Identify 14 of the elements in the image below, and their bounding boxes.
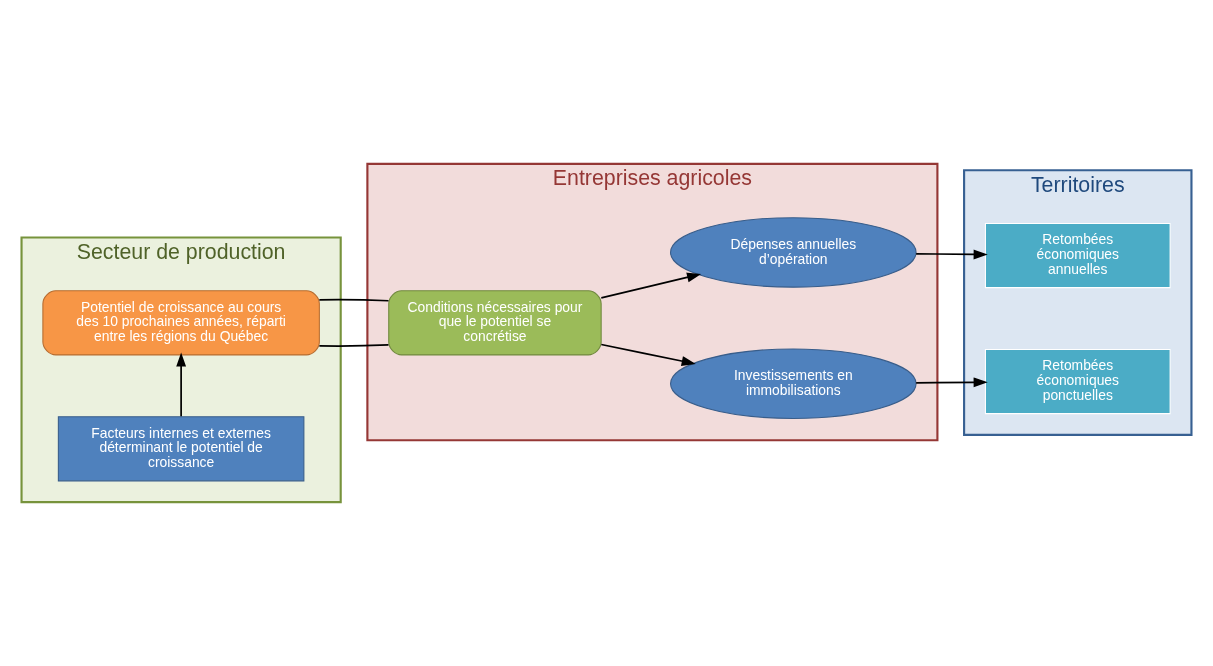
arrow <box>600 343 696 366</box>
arrow <box>915 249 988 260</box>
node-ellipse: Investissements en immobilisations <box>670 348 917 419</box>
node-box: Retombées économiques ponctuelles <box>984 349 1171 415</box>
node-box: Facteurs internes et externes déterminant le potentiel de croissance <box>57 416 305 482</box>
node-ellipse: Dépenses annuelles d’opération <box>670 217 917 288</box>
node-box: Conditions nécessaires pour que le potentiel se concrétise <box>388 290 602 356</box>
node-box: Retombées économiques annuelles <box>984 223 1171 289</box>
arrow <box>176 352 187 418</box>
arrow <box>600 272 702 299</box>
connector <box>318 344 390 347</box>
node-box: Potentiel de croissance au cours des 10 prochaines années, réparti entre les régions du Québec <box>42 290 320 356</box>
connector <box>318 298 390 302</box>
arrow <box>915 377 988 388</box>
